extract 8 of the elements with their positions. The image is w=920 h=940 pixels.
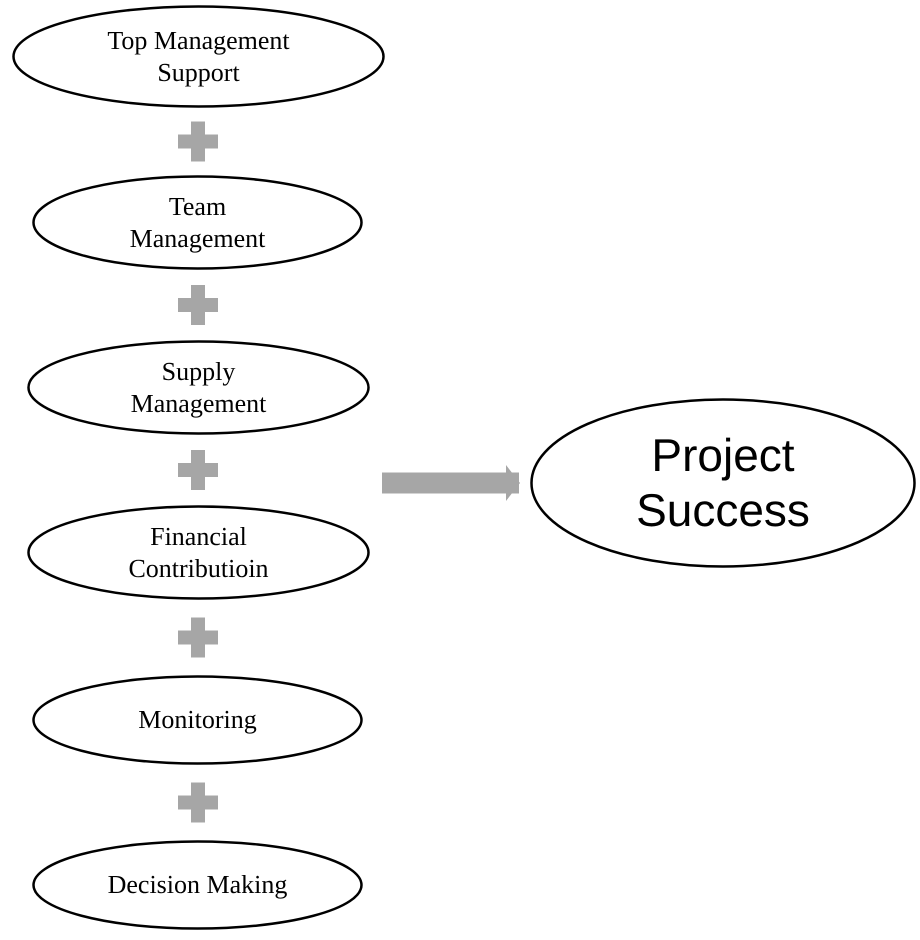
node-label: Decision Making xyxy=(108,869,288,901)
node-label: Top Management Support xyxy=(106,25,291,88)
node-label: Financial Contributioin xyxy=(127,521,270,584)
node-label: Monitoring xyxy=(138,704,257,736)
node-label: Project Success xyxy=(635,428,811,538)
arrow xyxy=(382,465,520,501)
node-label: Supply Management xyxy=(130,356,268,419)
node-label: Team Management xyxy=(128,191,266,254)
